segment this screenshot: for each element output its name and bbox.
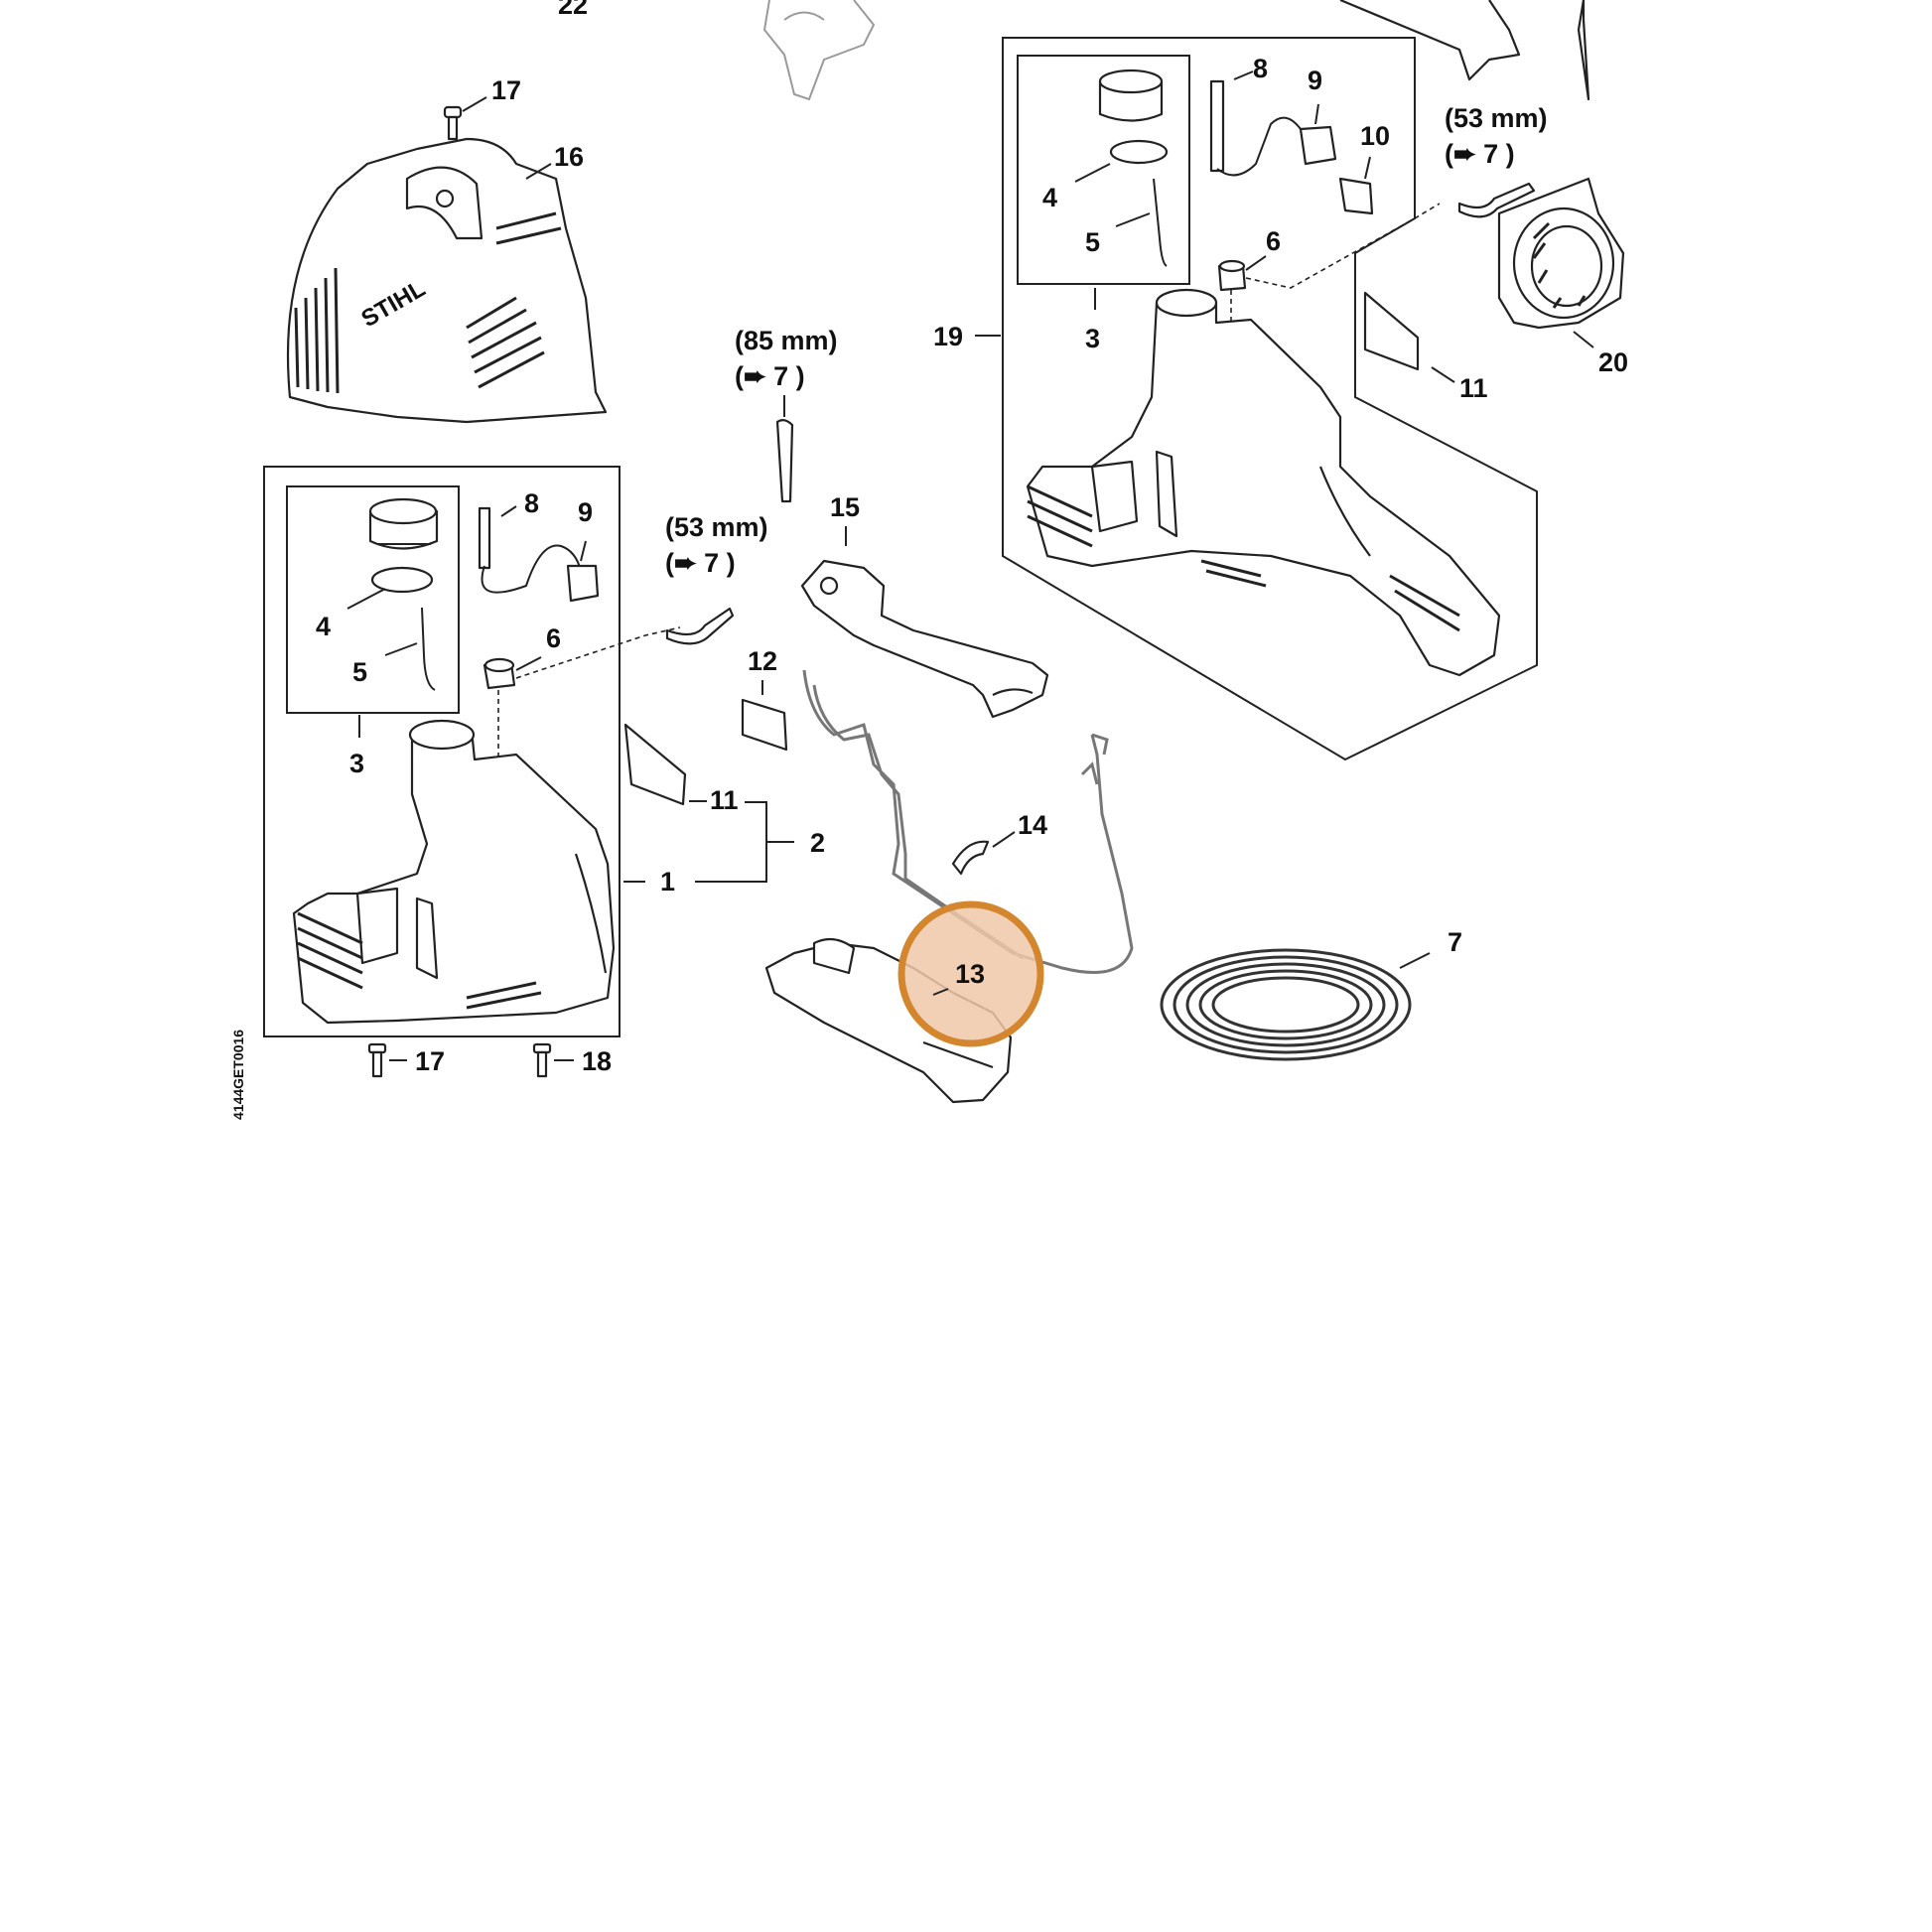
retainer-right (1153, 178, 1168, 267)
cap-subbox-3-left (286, 485, 460, 714)
callout-9-right: 9 (1308, 66, 1322, 95)
callout-22: 22 (558, 0, 588, 20)
grille-right (466, 211, 562, 389)
hose-53mm-left (665, 607, 735, 645)
screw-17-top (443, 105, 463, 141)
tank-assembly-box-19 (1002, 37, 1538, 761)
tank-assembly-box-1 (263, 466, 621, 1037)
hose-note-85-length: (85 mm) (735, 326, 838, 355)
callout-16: 16 (554, 142, 584, 172)
hose-note-53-right-length: (53 mm) (1445, 103, 1548, 133)
callout-17-top: 17 (491, 75, 521, 105)
coiled-hose-7 (1160, 948, 1412, 1061)
fuel-tank-left (292, 719, 616, 1025)
callout-6-right: 6 (1266, 226, 1281, 256)
drawing-code: 4144GET0016 (230, 1030, 246, 1120)
callout-20: 20 (1598, 347, 1628, 377)
decal-11-right (1363, 291, 1420, 371)
callout-19: 19 (933, 322, 963, 351)
o-ring-left (370, 566, 434, 594)
callout-12: 12 (748, 646, 777, 676)
callout-4-right: 4 (1042, 183, 1057, 212)
callout-3-left: 3 (349, 749, 364, 778)
retainer-left (421, 607, 436, 691)
top-partial-part (762, 0, 876, 101)
callout-10: 10 (1360, 121, 1390, 151)
control-handle-13 (764, 937, 1013, 1104)
callout-5-right: 5 (1085, 227, 1100, 257)
screw-18 (532, 1042, 552, 1078)
screw-17-bottom (367, 1042, 387, 1078)
fuel-tank-right (1026, 288, 1501, 677)
callout-9-left: 9 (578, 497, 593, 527)
callout-18: 18 (582, 1046, 612, 1076)
decal-12 (741, 698, 788, 752)
hose-note-53-right-ref: (➨ 7 ) (1445, 139, 1515, 169)
hose-note-85-ref: (➨ 7 ) (735, 361, 805, 391)
hose-85mm (775, 418, 794, 503)
callout-5-left: 5 (352, 657, 367, 687)
fuel-hose-pickup-left (478, 506, 600, 603)
fuel-cap-left (368, 497, 439, 550)
vent-valve-6-left (483, 657, 516, 690)
grille-left (294, 267, 340, 394)
hose-note-53-length: (53 mm) (665, 512, 768, 542)
callout-15: 15 (830, 492, 860, 522)
vent-valve-6-right (1217, 259, 1247, 292)
callout-3-right: 3 (1085, 324, 1100, 353)
callout-14: 14 (1018, 810, 1047, 840)
fuel-cap-right (1098, 69, 1164, 122)
decal-11-left (623, 723, 687, 806)
hose-note-53-ref: (➨ 7 ) (665, 548, 736, 578)
callout-4-left: 4 (316, 612, 331, 641)
filter-10 (1338, 177, 1374, 215)
callout-1: 1 (660, 867, 675, 897)
o-ring-right (1109, 139, 1169, 165)
housing-20 (1497, 177, 1625, 330)
cap-subbox-3-right (1017, 55, 1190, 285)
callout-2: 2 (810, 828, 825, 858)
grip-15 (800, 559, 1049, 719)
clip-14 (951, 840, 990, 876)
hose-53mm-right (1457, 182, 1536, 218)
top-right-partial-grip (1339, 0, 1590, 101)
callout-7: 7 (1448, 927, 1462, 957)
fuel-hose-pickup-right (1209, 79, 1337, 177)
callout-8-right: 8 (1253, 54, 1268, 83)
callout-17-bottom: 17 (415, 1046, 445, 1076)
callout-13: 13 (955, 959, 985, 989)
highlight-13 (897, 900, 1044, 1047)
shroud-16: STIHL (286, 137, 608, 424)
callout-11-right: 11 (1459, 373, 1488, 403)
callout-6-left: 6 (546, 623, 561, 653)
callout-11-left: 11 (710, 785, 739, 815)
callout-8-left: 8 (524, 488, 539, 518)
